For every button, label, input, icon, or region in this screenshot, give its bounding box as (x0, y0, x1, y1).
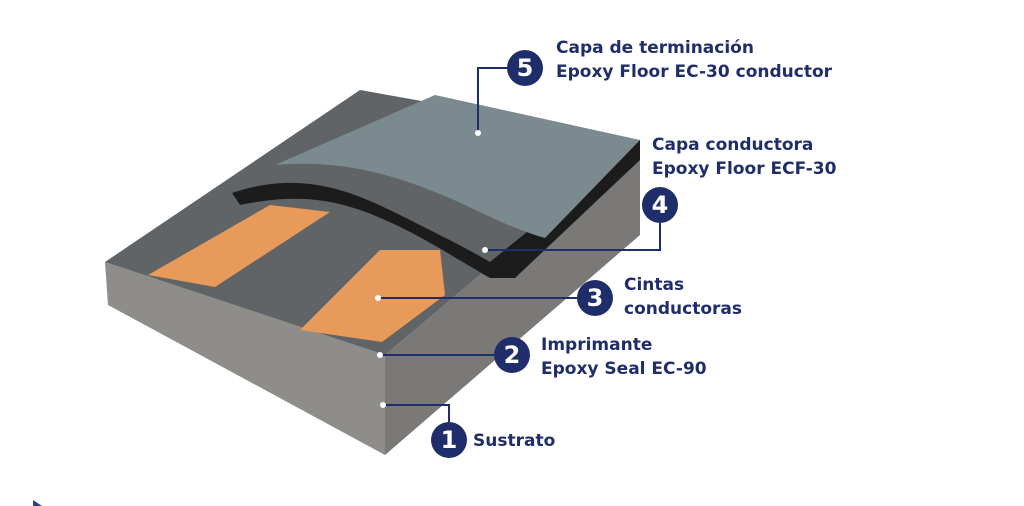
marker-dot-5 (475, 130, 481, 136)
layer-5-label: Capa de terminación Epoxy Floor EC-30 co… (556, 36, 832, 84)
layer-2-label: Imprimante Epoxy Seal EC-90 (541, 333, 707, 381)
layer-5-badge: 5 (507, 50, 543, 86)
layer-3-product: conductoras (624, 299, 742, 319)
layer-4-badge: 4 (642, 187, 678, 223)
corner-arrow-icon (33, 500, 42, 506)
layer-3-title: Cintas (624, 275, 685, 295)
marker-dot-3 (375, 295, 381, 301)
marker-dot-2 (377, 352, 383, 358)
layer-1-label: Sustrato (473, 429, 555, 453)
conductive-layer (232, 140, 640, 278)
layer-4-product: Epoxy Floor ECF-30 (652, 159, 837, 179)
conductive-tape-2 (300, 250, 445, 342)
leader-line-5 (477, 67, 508, 133)
layer-2-badge: 2 (494, 337, 530, 373)
layer-1-title: Sustrato (473, 431, 556, 451)
layer-5-product: Epoxy Floor EC-30 conductor (556, 62, 833, 82)
marker-dot-1 (380, 402, 386, 408)
marker-dot-4 (482, 247, 488, 253)
layer-2-title: Imprimante (541, 335, 653, 355)
layer-3-badge: 3 (577, 280, 613, 316)
layer-2-product: Epoxy Seal EC-90 (541, 359, 707, 379)
layer-4-label: Capa conductora Epoxy Floor ECF-30 (652, 133, 836, 181)
leader-line-4 (485, 223, 661, 251)
finish-layer (275, 95, 640, 238)
layer-1-badge: 1 (431, 422, 467, 458)
leader-line-1 (383, 404, 450, 422)
conductive-tape-1 (148, 205, 330, 287)
layer-5-title: Capa de terminación (556, 38, 754, 58)
layer-4-title: Capa conductora (652, 135, 814, 155)
substrate-front-face (105, 262, 385, 455)
layer-3-label: Cintas conductoras (624, 273, 742, 321)
